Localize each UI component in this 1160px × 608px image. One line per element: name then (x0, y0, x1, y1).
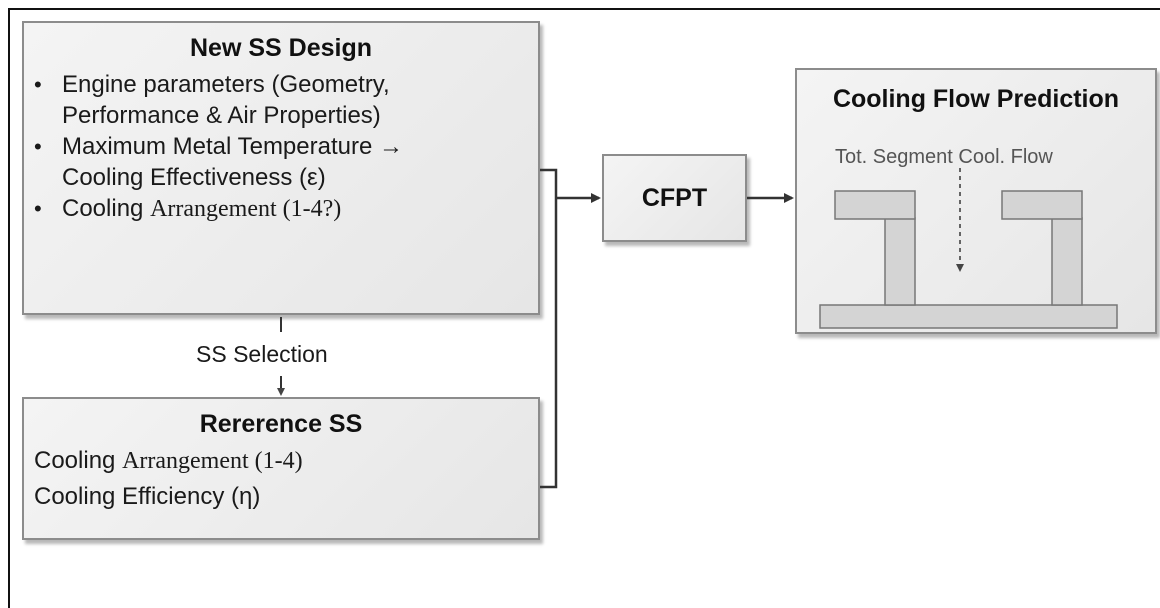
reference-cooling-efficiency: Cooling Efficiency (η) (34, 483, 261, 510)
cfpt-label: CFPT (641, 184, 708, 212)
list-item-max-metal-temperature: • Maximum Metal Temperature → Cooling Ef… (32, 131, 530, 193)
diagram-frame (8, 8, 1160, 608)
reference-text-part: Arrangement (1-4) (122, 448, 303, 474)
list-item-engine-parameters: • Engine parameters (Geometry, Performan… (32, 69, 530, 131)
list-item-cooling-arrangement: • Cooling Arrangement (1-4?) (32, 193, 530, 225)
bullet-icon: • (34, 196, 42, 221)
segment-base-plate (819, 304, 1118, 329)
reference-text-part: Cooling (34, 447, 123, 474)
cooling-flow-prediction-title: Cooling Flow Prediction (832, 85, 1120, 113)
list-item-text: Performance & Air Properties) (62, 102, 381, 129)
bullet-icon: • (34, 72, 42, 97)
list-item-text: Maximum Metal Temperature → (62, 133, 403, 160)
seal-segment-schematic (819, 168, 1118, 329)
new-ss-design-title: New SS Design (190, 34, 372, 62)
reference-ss-box: Rererence SS Cooling Arrangement (1-4) C… (22, 397, 540, 540)
reference-ss-title: Rererence SS (199, 410, 363, 438)
segment-right-leg (1051, 217, 1083, 306)
list-item-text: Cooling Arrangement (1-4?) (62, 193, 530, 225)
segment-left-leg (884, 217, 916, 306)
cfpt-box: CFPT (602, 154, 747, 242)
list-item-text: Engine parameters (Geometry, (62, 71, 390, 98)
bullet-icon: • (34, 134, 42, 159)
segment-right-hook (1001, 190, 1083, 220)
new-ss-design-box: New SS Design • Engine parameters (Geome… (22, 21, 540, 315)
list-item-text-part: Arrangement (1-4?) (150, 196, 342, 222)
segment-flow-label: Tot. Segment Cool. Flow (835, 146, 1053, 168)
list-item-text-part: Cooling (62, 195, 151, 222)
merge-bracket (540, 168, 558, 489)
connector-layer (277, 168, 1118, 489)
list-item-text: Cooling Effectiveness (ε) (62, 164, 326, 191)
reference-ss-details: Cooling Arrangement (1-4) Cooling Effici… (28, 443, 534, 515)
reference-cooling-arrangement: Cooling Arrangement (1-4) (34, 443, 534, 479)
design-parameter-list: • Engine parameters (Geometry, Performan… (32, 69, 530, 225)
segment-left-hook (834, 190, 916, 220)
ss-selection-label: SS Selection (196, 341, 328, 367)
